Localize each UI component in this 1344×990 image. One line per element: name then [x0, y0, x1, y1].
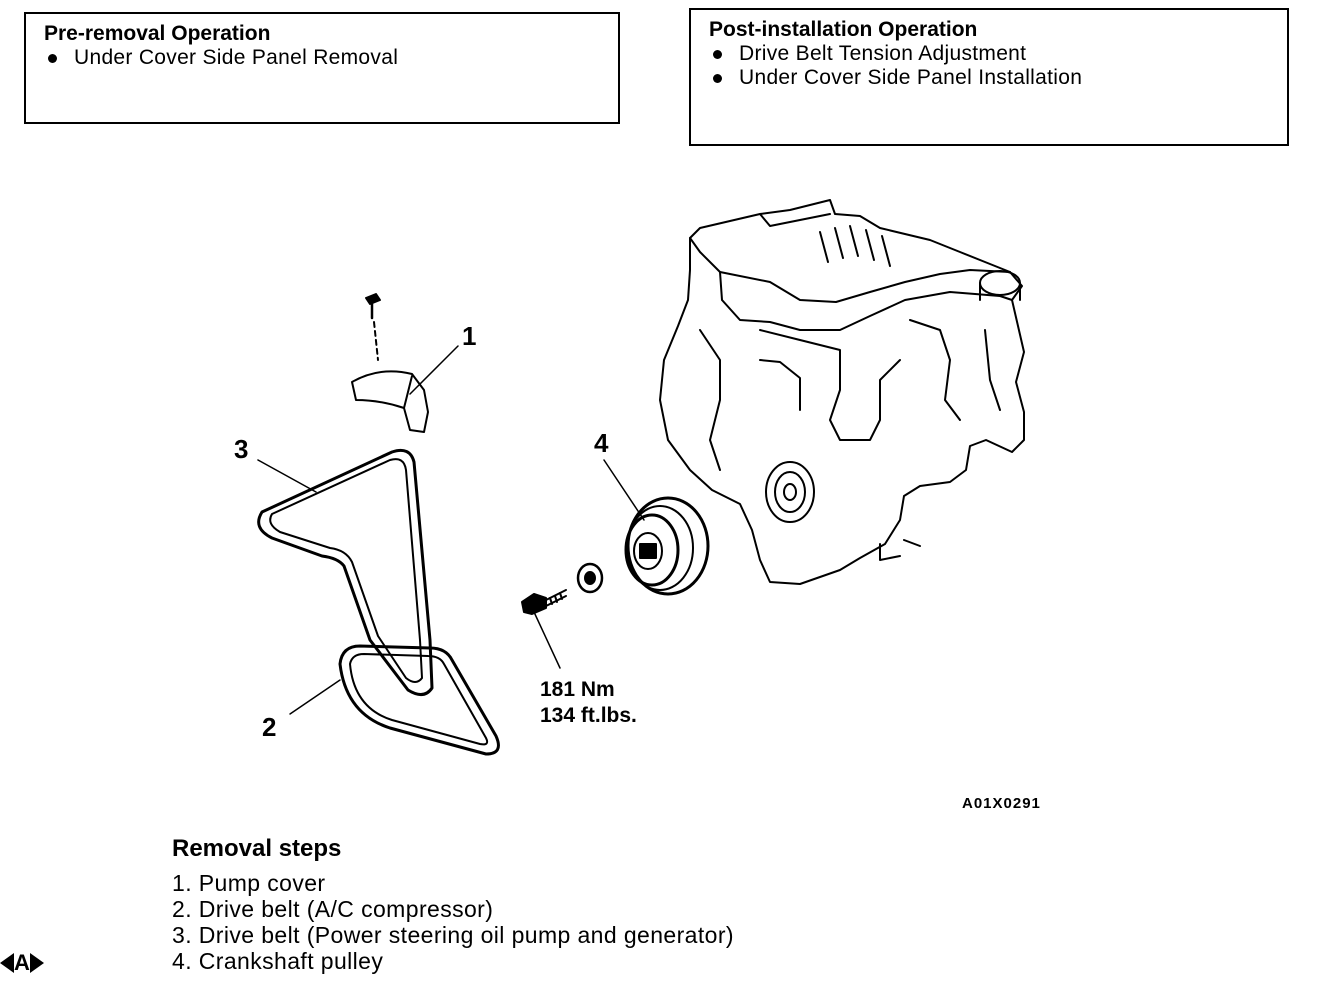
post-installation-item-label: Drive Belt Tension Adjustment [739, 42, 1027, 65]
leader-line-2 [289, 679, 341, 715]
pump-cover-drawing [351, 293, 429, 433]
leader-line-torque [533, 611, 561, 669]
callout-4: 4 [594, 428, 609, 458]
removal-step: 3. Drive belt (Power steering oil pump a… [172, 922, 734, 948]
post-installation-item: Under Cover Side Panel Installation [709, 66, 1287, 90]
crankshaft-pulley-drawing [624, 496, 710, 596]
post-installation-item-label: Under Cover Side Panel Installation [739, 66, 1083, 89]
post-installation-title: Post-installation Operation [709, 18, 978, 41]
post-installation-box: Post-installation Operation Drive Belt T… [689, 8, 1289, 146]
callout-1: 1 [462, 321, 476, 351]
exploded-diagram: 1 2 3 4 181 Nm 134 ft.lbs. A01X0291 [234, 199, 1041, 812]
removal-steps-title: Removal steps [172, 835, 342, 862]
engine-block-drawing [659, 199, 1025, 585]
removal-step: 1. Pump cover [172, 870, 326, 896]
pre-removal-title: Pre-removal Operation [44, 22, 271, 45]
bullet-icon [48, 54, 57, 63]
removal-step: 4. Crankshaft pulley [172, 948, 384, 974]
post-installation-item: Drive Belt Tension Adjustment [709, 42, 1287, 66]
bullet-icon [713, 50, 722, 59]
drive-belt-2-drawing [338, 644, 500, 756]
removal-step: 2. Drive belt (A/C compressor) [172, 896, 494, 922]
callout-3: 3 [234, 434, 248, 464]
pre-removal-item: Under Cover Side Panel Removal [44, 46, 618, 70]
leader-line-3 [257, 459, 317, 493]
service-point-marker-label: A [14, 950, 30, 975]
drive-belt-3-drawing [257, 448, 434, 696]
leader-lines [257, 345, 645, 715]
leader-line-1 [409, 345, 459, 395]
triangle-left-icon [0, 953, 14, 973]
pre-removal-list: Under Cover Side Panel Removal [44, 46, 618, 70]
callout-2: 2 [262, 712, 276, 742]
pre-removal-item-label: Under Cover Side Panel Removal [74, 46, 399, 69]
crankshaft-bolt-drawing [521, 589, 567, 615]
service-point-marker: A [0, 948, 44, 978]
post-installation-list: Drive Belt Tension Adjustment Under Cove… [709, 42, 1287, 90]
triangle-right-icon [29, 953, 44, 973]
removal-steps: Removal steps 1. Pump cover 2. Drive bel… [172, 834, 734, 974]
figure-code: A01X0291 [962, 795, 1041, 812]
torque-nm: 181 Nm [540, 678, 615, 701]
torque-ftlbs: 134 ft.lbs. [540, 704, 637, 727]
bullet-icon [713, 74, 722, 83]
pre-removal-box: Pre-removal Operation Under Cover Side P… [24, 12, 620, 124]
leader-line-4 [603, 459, 645, 521]
removal-steps-list: 1. Pump cover 2. Drive belt (A/C compres… [172, 870, 734, 974]
washer-drawing [576, 562, 604, 594]
